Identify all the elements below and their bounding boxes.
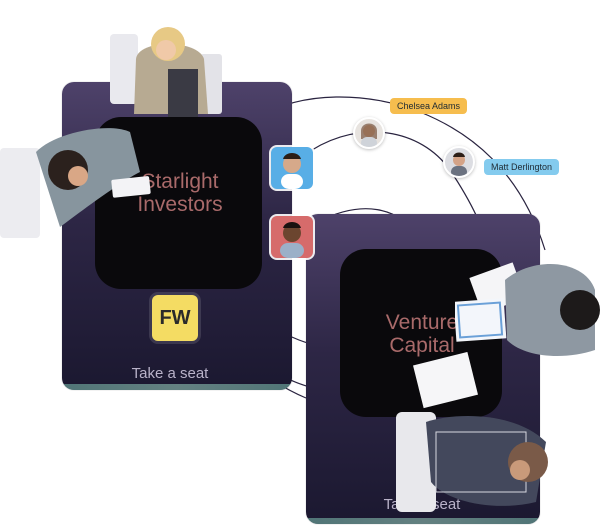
- attendee-avatar-chelsea[interactable]: [353, 117, 385, 149]
- table-name-starlight: Starlight Investors: [137, 170, 223, 216]
- participant-avatar[interactable]: [271, 216, 313, 258]
- person-icon: [451, 152, 467, 176]
- person-icon: [361, 123, 377, 147]
- seated-person-man-bottom: [396, 352, 548, 512]
- take-seat-button-starlight[interactable]: Take a seat: [131, 365, 209, 382]
- person-icon: [280, 222, 304, 258]
- seated-person-man-right: [455, 262, 600, 356]
- attendee-avatar-matt[interactable]: [443, 146, 475, 178]
- attendee-tag-chelsea: Chelsea Adams: [390, 98, 468, 114]
- seated-person-woman-top: [110, 27, 222, 117]
- person-icon: [281, 153, 303, 189]
- participant-avatar[interactable]: [271, 147, 313, 189]
- seated-person-woman-left: [0, 128, 151, 238]
- initials-avatar[interactable]: FW: [152, 295, 198, 341]
- attendee-tag-matt: Matt Derlington: [484, 159, 560, 175]
- table-name-venture: Venture Capital: [385, 311, 459, 357]
